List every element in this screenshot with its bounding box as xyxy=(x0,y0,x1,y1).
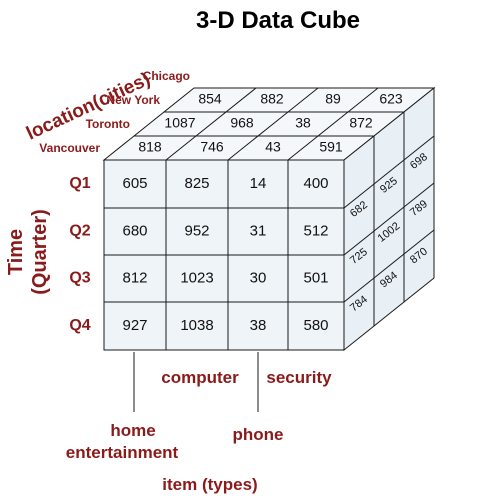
top-cell-value: 882 xyxy=(260,91,284,107)
top-grid-depth-line xyxy=(287,87,379,161)
front-cell-value: 400 xyxy=(303,175,328,192)
top-cell-value: 591 xyxy=(319,139,343,155)
side-grid-hline xyxy=(343,135,435,209)
top-cell-value: 38 xyxy=(295,115,311,131)
city-label: Vancouver xyxy=(39,141,100,155)
item-label-home-line2: entertainment xyxy=(66,443,179,462)
item-label-home-line1: home xyxy=(110,421,155,440)
quarter-label: Q4 xyxy=(69,317,90,334)
top-cell-value: 1087 xyxy=(164,115,195,131)
city-label: Toronto xyxy=(86,117,130,131)
front-cell-value: 812 xyxy=(122,269,147,286)
time-dimension-label-line1: Time xyxy=(5,229,27,275)
city-label: New York xyxy=(106,93,160,107)
front-cell-value: 580 xyxy=(303,317,328,334)
front-cell-value: 512 xyxy=(303,222,328,239)
top-cell-value: 872 xyxy=(349,115,373,131)
item-label-computer: computer xyxy=(161,368,239,387)
diagram-title: 3-D Data Cube xyxy=(196,7,360,34)
front-cell-value: 1038 xyxy=(180,317,213,334)
time-dimension-label-line2: (Quarter) xyxy=(29,209,51,295)
front-cell-value: 605 xyxy=(122,175,147,192)
front-cell-value: 825 xyxy=(184,175,209,192)
top-cell-value: 818 xyxy=(138,139,162,155)
front-cell-value: 952 xyxy=(184,222,209,239)
quarter-label: Q3 xyxy=(69,270,90,287)
front-cell-value: 680 xyxy=(122,222,147,239)
top-cell-value: 623 xyxy=(379,91,403,107)
top-cell-value: 43 xyxy=(265,139,281,155)
item-dimension-label: item (types) xyxy=(162,475,257,494)
front-cell-value: 30 xyxy=(250,269,267,286)
top-grid-depth-line xyxy=(165,87,257,161)
top-cell-value: 968 xyxy=(230,115,254,131)
front-cell-value: 1023 xyxy=(180,269,213,286)
quarter-label: Q1 xyxy=(69,175,90,192)
side-grid-hline xyxy=(343,229,435,303)
cube-grid-lines xyxy=(104,87,435,350)
city-label: Chicago xyxy=(143,69,190,83)
front-cell-value: 501 xyxy=(303,269,328,286)
top-cell-value: 746 xyxy=(200,139,224,155)
top-cell-value: 89 xyxy=(325,91,341,107)
front-cell-value: 38 xyxy=(250,317,267,334)
item-label-phone: phone xyxy=(233,425,284,444)
quarter-label: Q2 xyxy=(69,223,90,240)
front-cell-value: 927 xyxy=(122,317,147,334)
top-cell-value: 854 xyxy=(198,91,222,107)
front-cell-value: 31 xyxy=(250,222,267,239)
front-cell-value: 14 xyxy=(250,175,267,192)
item-label-security: security xyxy=(266,368,332,387)
top-grid-depth-line xyxy=(227,87,319,161)
side-grid-hline xyxy=(343,182,435,256)
